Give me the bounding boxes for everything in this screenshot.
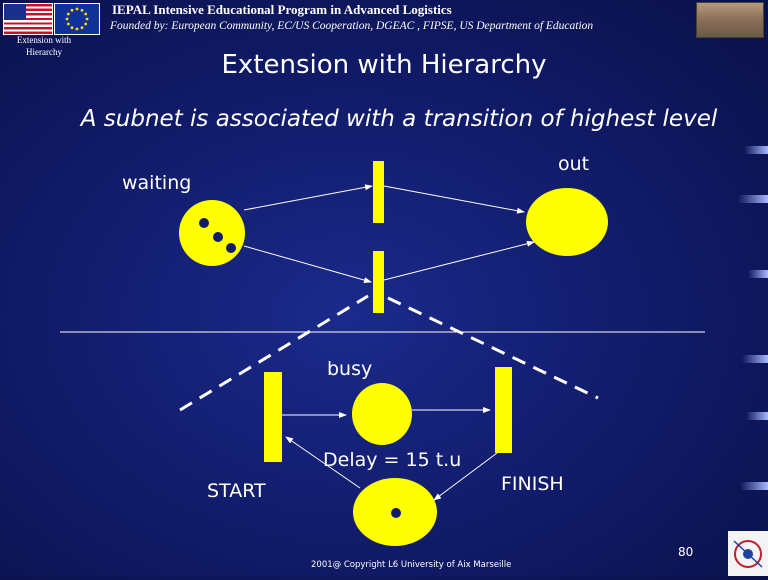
eu-flag-icon [54, 3, 100, 35]
university-logo-icon [728, 531, 768, 576]
place-waiting [179, 200, 245, 266]
transition-start [264, 372, 282, 462]
slide-subtitle: A subnet is associated with a transition… [80, 106, 718, 132]
label-start: START [207, 480, 266, 502]
label-out: out [558, 153, 590, 175]
expansion-dash-left [179, 294, 369, 412]
building-photo [696, 2, 764, 38]
token [199, 218, 209, 228]
token [391, 508, 401, 518]
side-label: Extension with Hierarchy [16, 35, 72, 57]
page-number: 80 [678, 545, 694, 559]
arc-finish-idle [433, 452, 498, 501]
arc-waiting-t2 [243, 245, 372, 283]
arc-t2-out [383, 240, 535, 281]
transition-finish [495, 367, 512, 453]
decor-bar [738, 195, 768, 203]
decor-bar [740, 482, 768, 490]
footer-copyright: 2001@ Copyright L6 University of Aix Mar… [311, 560, 512, 570]
place-out [526, 188, 608, 256]
arc-t1-out [383, 185, 525, 214]
header-title: IEPAL Intensive Educational Program in A… [112, 2, 452, 17]
transition-hierarchical [373, 251, 384, 313]
expansion-dash-right [387, 296, 599, 400]
token [226, 243, 236, 253]
slide-title: Extension with Hierarchy [221, 50, 547, 80]
decor-bar [742, 355, 768, 363]
header-subtitle: Founded by: European Community, EC/US Co… [110, 20, 594, 32]
label-waiting: waiting [122, 172, 192, 194]
arc-idle-start [285, 436, 361, 489]
place-busy [352, 383, 412, 445]
label-finish: FINISH [501, 473, 564, 495]
decor-bar [748, 270, 768, 278]
label-delay: Delay = 15 t.u [323, 449, 462, 471]
arc-waiting-t1 [243, 184, 373, 211]
decor-bar [744, 146, 768, 154]
decor-bar [746, 412, 768, 420]
label-busy: busy [327, 358, 373, 380]
transition-top [373, 161, 384, 223]
token [213, 232, 223, 242]
us-flag-icon [3, 3, 53, 35]
